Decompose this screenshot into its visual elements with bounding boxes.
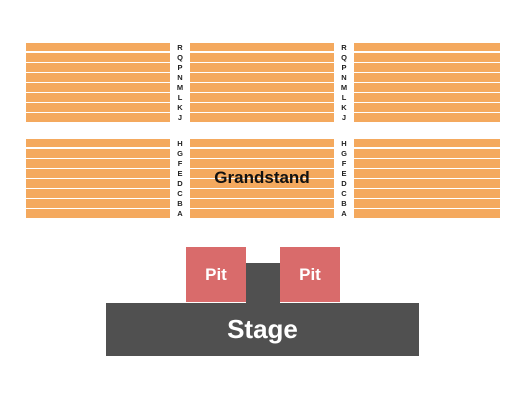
seat-row[interactable]: [354, 103, 500, 113]
seat-row[interactable]: [354, 158, 500, 168]
row-label: F: [341, 158, 347, 168]
seat-row[interactable]: [354, 148, 500, 158]
row-label: B: [177, 199, 183, 209]
pit-right[interactable]: Pit: [280, 247, 340, 302]
seat-row[interactable]: [190, 62, 334, 72]
seat-row[interactable]: [26, 138, 170, 148]
seat-row[interactable]: [190, 168, 334, 178]
seat-row[interactable]: [190, 103, 334, 113]
seat-row[interactable]: [354, 83, 500, 92]
seat-row[interactable]: [190, 179, 334, 188]
row-label: J: [341, 113, 347, 123]
row-label: J: [177, 113, 183, 123]
seat-row[interactable]: [26, 179, 170, 188]
section-lower-right[interactable]: [354, 138, 500, 219]
row-label: N: [341, 72, 347, 82]
seat-row[interactable]: [26, 103, 170, 113]
row-label: R: [177, 42, 183, 52]
seat-row[interactable]: [354, 52, 500, 62]
row-label: A: [177, 209, 183, 219]
seat-row[interactable]: [354, 138, 500, 148]
seat-row[interactable]: [354, 168, 500, 178]
seat-row[interactable]: [26, 189, 170, 199]
row-label: K: [177, 103, 183, 113]
row-label: L: [341, 93, 347, 103]
stage: Stage: [106, 303, 419, 356]
seat-row[interactable]: [354, 199, 500, 209]
row-label: K: [341, 103, 347, 113]
seat-row[interactable]: [354, 62, 500, 72]
seat-row[interactable]: [26, 158, 170, 168]
row-label: M: [176, 83, 184, 92]
seat-row[interactable]: [26, 209, 170, 219]
seat-row[interactable]: [26, 93, 170, 103]
seat-row[interactable]: [190, 209, 334, 219]
row-label: F: [177, 158, 183, 168]
row-label: G: [177, 148, 183, 158]
section-upper-right[interactable]: [354, 42, 500, 123]
row-label: P: [341, 62, 347, 72]
pit-left[interactable]: Pit: [186, 247, 246, 302]
seat-row[interactable]: [190, 138, 334, 148]
seat-row[interactable]: [190, 199, 334, 209]
seat-row[interactable]: [190, 72, 334, 82]
seat-row[interactable]: [190, 52, 334, 62]
seat-row[interactable]: [190, 93, 334, 103]
row-label: M: [340, 83, 348, 92]
section-upper-left[interactable]: [26, 42, 170, 123]
seat-row[interactable]: [354, 189, 500, 199]
row-label: G: [341, 148, 347, 158]
row-label: C: [177, 189, 183, 199]
row-label: C: [341, 189, 347, 199]
row-label: B: [341, 199, 347, 209]
row-label: H: [341, 138, 347, 148]
seat-row[interactable]: [26, 62, 170, 72]
seat-row[interactable]: [26, 148, 170, 158]
seat-row[interactable]: [354, 72, 500, 82]
row-label: D: [177, 179, 183, 188]
seat-row[interactable]: [26, 168, 170, 178]
section-lower-left[interactable]: [26, 138, 170, 219]
row-label: R: [341, 42, 347, 52]
seat-row[interactable]: [190, 83, 334, 92]
seat-row[interactable]: [354, 93, 500, 103]
seat-row[interactable]: [190, 158, 334, 168]
section-upper-center[interactable]: [190, 42, 334, 123]
row-label: L: [177, 93, 183, 103]
row-label: N: [177, 72, 183, 82]
row-label: A: [341, 209, 347, 219]
seat-row[interactable]: [190, 148, 334, 158]
row-label: Q: [341, 52, 347, 62]
seat-row[interactable]: [26, 83, 170, 92]
stage-runway: [246, 263, 280, 303]
row-label: P: [177, 62, 183, 72]
seat-row[interactable]: [354, 179, 500, 188]
seat-row[interactable]: [26, 199, 170, 209]
seat-row[interactable]: [26, 52, 170, 62]
seat-row[interactable]: [354, 113, 500, 123]
seat-row[interactable]: [26, 72, 170, 82]
seat-row[interactable]: [354, 209, 500, 219]
grandstand-label: Grandstand: [214, 168, 310, 187]
row-label: Q: [177, 52, 183, 62]
row-label: H: [177, 138, 183, 148]
row-label: E: [177, 168, 183, 178]
seat-row[interactable]: [26, 113, 170, 123]
seat-row[interactable]: [354, 42, 500, 52]
seat-row[interactable]: [190, 113, 334, 123]
row-label: D: [341, 179, 347, 188]
row-label: E: [341, 168, 347, 178]
section-lower-center[interactable]: [190, 138, 334, 219]
seat-row[interactable]: [190, 42, 334, 52]
seat-row[interactable]: [26, 42, 170, 52]
seat-row[interactable]: [190, 189, 334, 199]
